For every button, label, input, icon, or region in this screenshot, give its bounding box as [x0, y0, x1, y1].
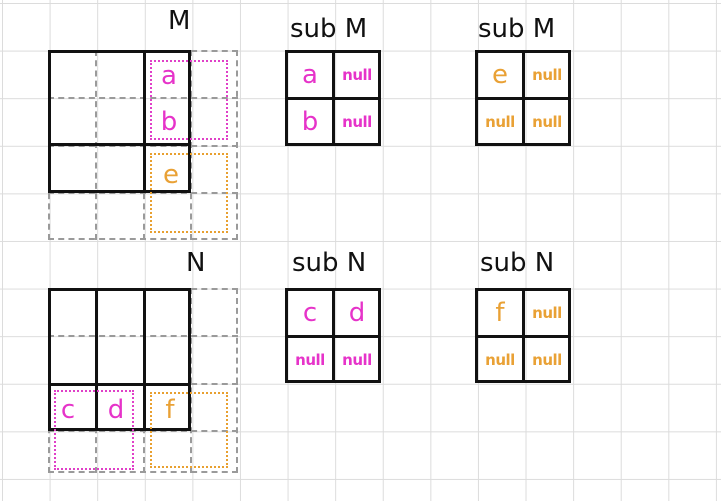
matrix-n-border: [48, 288, 191, 431]
matrix-n-value-f: f: [165, 395, 175, 425]
sub-n-2-cell-2: null: [485, 351, 515, 369]
sub-n-2-cell-3: null: [532, 351, 562, 369]
matrix-n-hline-1: [48, 383, 191, 386]
sub-m-2-cell-0: e: [492, 60, 508, 90]
sub-n-1-title: sub N: [292, 248, 367, 278]
matrix-n-padding-vline-3: [190, 288, 192, 473]
sub-m-1-cell-2: b: [301, 107, 319, 137]
matrix-m-vline-1: [143, 50, 146, 193]
sub-n-1-cell-3: null: [342, 351, 372, 369]
matrix-m-value-a: a: [161, 61, 177, 91]
sub-m-1-cell-0: a: [302, 60, 318, 90]
sub-m-2-hline: [475, 97, 571, 100]
matrix-m-value-e: e: [163, 160, 179, 190]
sub-m-1-cell-1: null: [342, 66, 372, 84]
sub-m-2-cell-3: null: [532, 113, 562, 131]
sub-n-2-cell-0: f: [495, 298, 505, 328]
matrix-n-value-c: c: [60, 395, 76, 425]
matrix-n-vline-1: [95, 288, 98, 431]
sub-m-2-title: sub M: [478, 14, 556, 44]
sub-n-1-hline: [285, 335, 381, 338]
matrix-m-value-b: b: [160, 107, 178, 137]
matrix-n-padding-hline-3: [48, 430, 238, 432]
matrix-m-subblock-1: [150, 60, 228, 140]
matrix-n-title: N: [186, 248, 206, 278]
matrix-m-padding-hline-3: [48, 192, 238, 194]
sub-n-2-hline: [475, 335, 571, 338]
matrix-n-subblock-2: [150, 392, 228, 468]
sub-m-1-title: sub M: [290, 14, 368, 44]
matrix-m-title: M: [168, 6, 191, 36]
sub-m-1-hline: [285, 97, 381, 100]
sub-m-1-cell-3: null: [342, 113, 372, 131]
matrix-n-value-d: d: [107, 395, 125, 425]
sub-n-1-cell-0: c: [302, 298, 318, 328]
matrix-m-border: [48, 50, 191, 193]
matrix-m-hline-1: [48, 143, 191, 146]
sub-n-1-cell-1: d: [348, 298, 366, 328]
matrix-n-vline-2: [143, 288, 146, 431]
sub-n-2-title: sub N: [480, 248, 555, 278]
sub-m-2-cell-2: null: [485, 113, 515, 131]
matrix-n-subblock-1: [54, 390, 134, 470]
sub-n-2-cell-1: null: [532, 304, 562, 322]
matrix-m-subblock-2: [150, 153, 228, 233]
sub-n-1-cell-2: null: [295, 351, 325, 369]
sub-m-2-cell-1: null: [532, 66, 562, 84]
